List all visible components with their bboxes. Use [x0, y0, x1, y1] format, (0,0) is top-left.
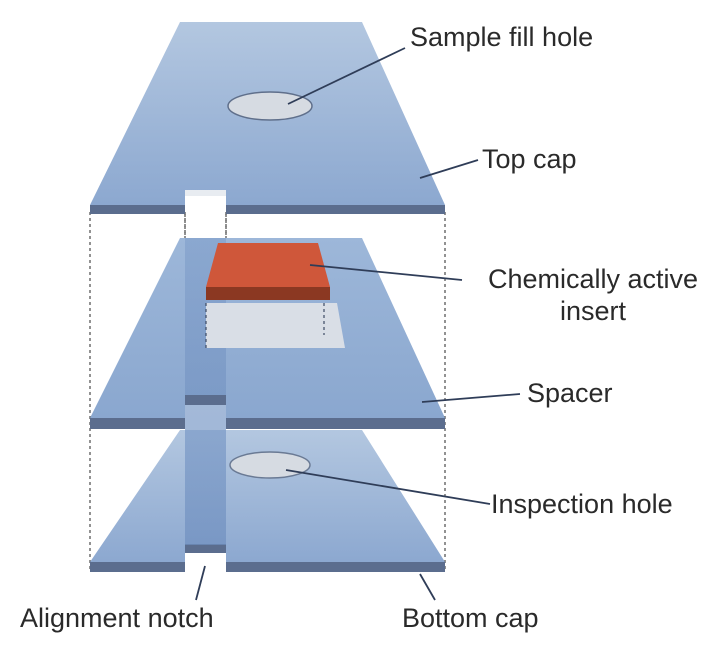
bottom-notch-channel — [185, 405, 226, 545]
spacer-edge-right — [226, 418, 445, 429]
bottom-cap-layer — [90, 430, 445, 572]
label-alignment-notch: Alignment notch — [20, 603, 214, 633]
leader-spacer — [421, 393, 521, 403]
insert-top-face — [206, 243, 330, 287]
leader-lines — [195, 47, 521, 601]
label-spacer: Spacer — [527, 378, 613, 408]
bottom-cap-notch-edge — [185, 544, 226, 553]
leader-sample-fill-hole — [287, 47, 406, 105]
inspection-hole — [229, 451, 311, 479]
label-bottom-cap: Bottom cap — [402, 603, 539, 633]
label-chemically-active-line1: Chemically active — [487, 264, 699, 294]
leader-top-cap — [419, 159, 479, 179]
bottom-cap-plate — [90, 430, 445, 562]
leader-inspection-hole — [285, 469, 491, 505]
label-sample-fill-hole: Sample fill hole — [410, 22, 594, 52]
spacer-cutout — [206, 303, 345, 348]
chemically-active-insert — [206, 243, 330, 300]
insert-front-edge — [206, 287, 330, 300]
spacer-edge-left — [90, 418, 185, 429]
label-chemically-active: Chemically active insert — [468, 263, 718, 327]
leader-alignment-notch — [195, 565, 206, 601]
bottom-cap-edge-left — [90, 562, 185, 572]
bottom-cap-edge-right — [226, 562, 445, 572]
spacer-layer — [90, 238, 445, 545]
spacer-notch-edge — [185, 395, 226, 405]
label-chemically-active-line2: insert — [559, 296, 627, 326]
top-cap-notch — [185, 190, 226, 196]
top-cap-edge-left — [90, 205, 185, 214]
top-cap-edge-right — [226, 205, 445, 214]
label-inspection-hole: Inspection hole — [491, 489, 673, 519]
leader-insert — [309, 264, 463, 281]
label-top-cap: Top cap — [482, 144, 577, 174]
sample-fill-hole — [227, 91, 313, 121]
leader-bottom-cap — [419, 573, 436, 601]
top-cap-layer — [90, 22, 445, 214]
